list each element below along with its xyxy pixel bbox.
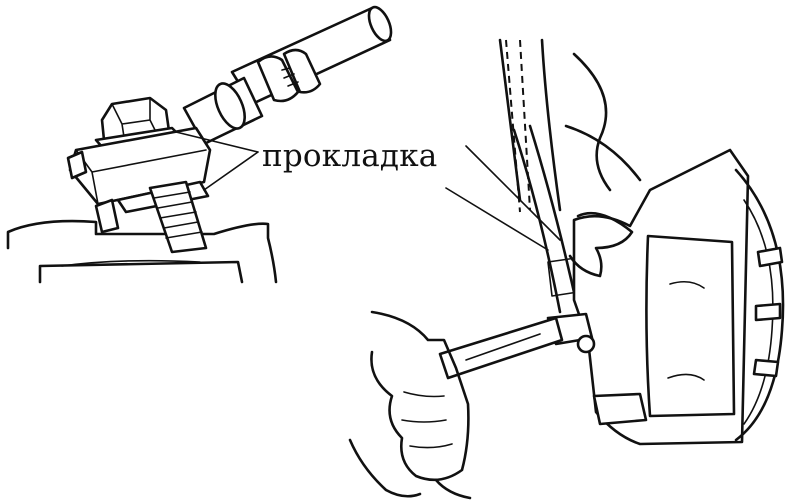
- callout-leader: [175, 131, 259, 191]
- bleeder-nut: [576, 334, 596, 354]
- caliper-body-inner: [61, 259, 201, 267]
- hose-fitting-rib: [256, 55, 300, 103]
- wheel-stud: [756, 246, 784, 268]
- fender-arch: [572, 52, 612, 192]
- finger-lines: [401, 391, 453, 449]
- caliper-body-outline: [6, 219, 278, 284]
- gasket-label: прокладка: [262, 138, 438, 174]
- hose-rib-marks: [281, 67, 299, 87]
- sleeve-cuff: [434, 478, 472, 500]
- hose-end: [367, 5, 393, 43]
- caliper-body-base: [38, 260, 244, 284]
- wheel-stud: [752, 358, 780, 378]
- strut-dashed-line: [519, 39, 531, 211]
- leader-line: [445, 145, 561, 251]
- bolt-thread: [148, 180, 208, 254]
- brake-pad: [645, 234, 736, 418]
- strut-outline: [498, 38, 562, 212]
- thread-lines: [153, 191, 203, 239]
- wheel-stud: [754, 302, 782, 322]
- hand-wrench: [370, 310, 470, 482]
- hand-upper: [568, 211, 634, 278]
- wrench-and-hand: [348, 310, 564, 500]
- caliper-bracket-lower: [592, 392, 648, 426]
- block-side-tab: [66, 150, 88, 180]
- disc-rotor: [734, 168, 785, 442]
- wrench-handle-detail: [465, 333, 541, 361]
- fender-line: [564, 124, 642, 182]
- banjo-collar: [214, 82, 246, 130]
- sleeve-cuff: [348, 438, 422, 498]
- hose-fitting-rib: [282, 48, 322, 94]
- banjo-fitting-detail: [6, 5, 393, 284]
- pad-slot: [667, 373, 705, 381]
- pad-slot: [669, 280, 705, 289]
- strut-dashed-line: [505, 39, 521, 213]
- brake-assembly: [445, 38, 785, 446]
- disc-rotor-inner: [743, 199, 774, 425]
- block-side-tab: [94, 198, 120, 234]
- brake-hose-long: [512, 128, 562, 314]
